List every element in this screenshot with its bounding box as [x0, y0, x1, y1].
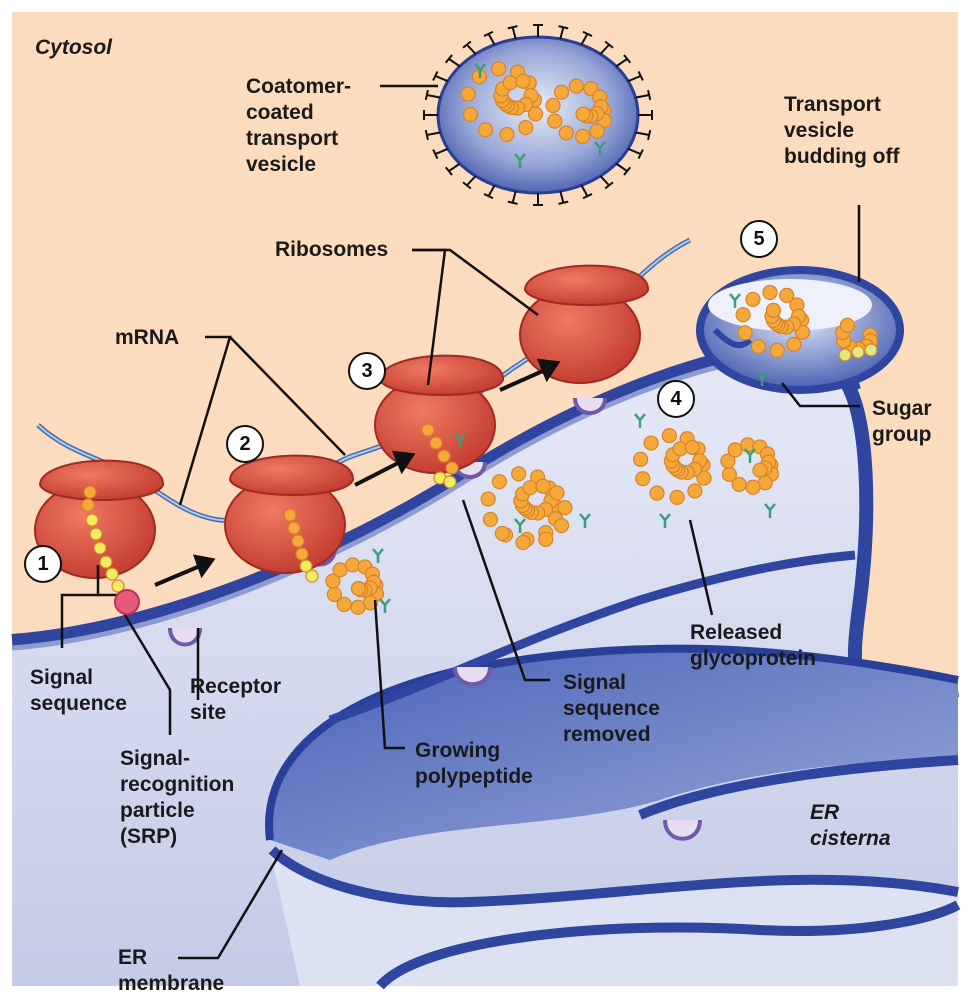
- step-3-badge: 3: [348, 352, 386, 390]
- leader-lines: [60, 84, 861, 960]
- step-2-badge: 2: [226, 425, 264, 463]
- label-srp: Signal- recognition particle (SRP): [120, 747, 235, 848]
- label-er-membrane: ER membrane: [118, 946, 225, 995]
- label-signal-sequence: Signal sequence: [30, 666, 127, 715]
- label-mrna: mRNA: [115, 326, 180, 349]
- label-signal-removed: Signal sequence removed: [563, 671, 660, 746]
- label-coated-vesicle: Coatomer- coated transport vesicle: [246, 75, 352, 176]
- process-arrows: [154, 358, 561, 587]
- label-er-cisterna: ER cisterna: [810, 801, 891, 850]
- receptor-pit: [168, 627, 202, 647]
- label-cytosol: Cytosol: [35, 36, 113, 59]
- ribosome: [519, 264, 650, 384]
- step-4-badge: 4: [657, 380, 695, 418]
- step-1-badge: 1: [24, 545, 62, 583]
- er-fold-lower: [269, 648, 958, 860]
- srp-particle: [114, 589, 140, 615]
- ribosome: [374, 354, 505, 474]
- label-receptor-site: Receptor site: [190, 675, 282, 724]
- label-ribosomes: Ribosomes: [275, 238, 389, 261]
- ribosome: [224, 454, 355, 574]
- step-5-badge: 5: [740, 220, 778, 258]
- label-sugar-group: Sugar group: [872, 397, 932, 446]
- label-growing-polypeptide: Growing polypeptide: [415, 739, 533, 788]
- label-released-glycoprotein: Released glycoprotein: [690, 621, 817, 670]
- label-budding-vesicle: Transport vesicle budding off: [784, 93, 900, 168]
